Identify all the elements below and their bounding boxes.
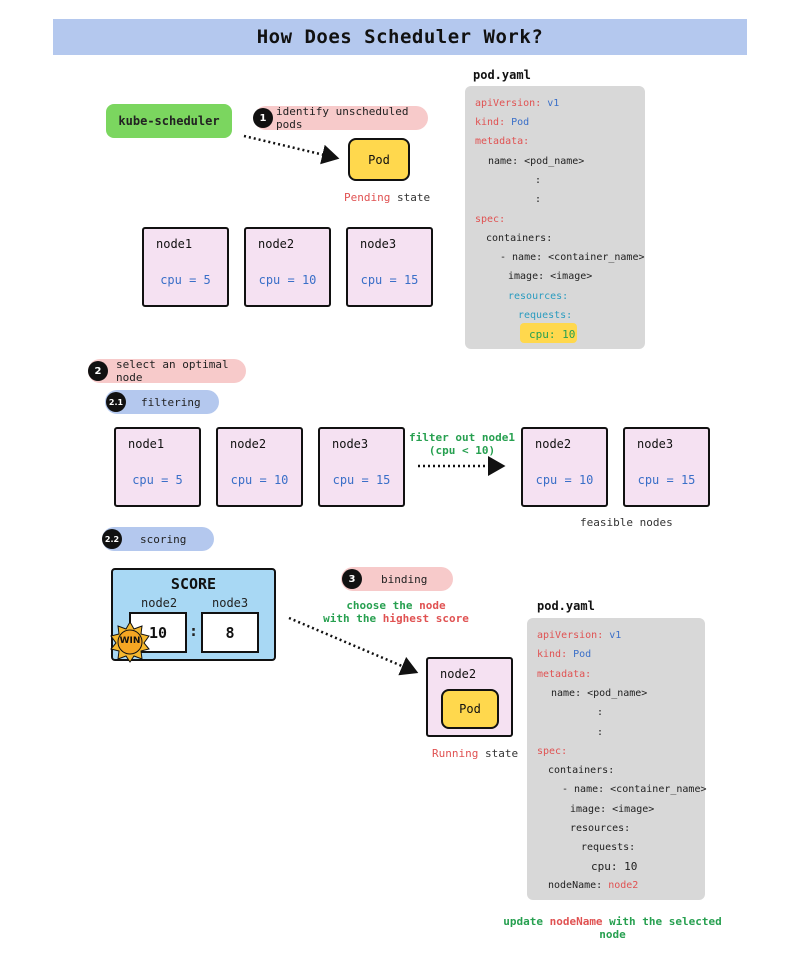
node-cpu: cpu = 5 xyxy=(160,273,211,287)
yaml-line: spec: xyxy=(475,214,506,225)
kube-scheduler-label: kube-scheduler xyxy=(106,104,232,138)
yaml-line: containers: xyxy=(548,765,615,776)
pod-running: Pod xyxy=(441,689,499,729)
yaml-line: resources: xyxy=(570,823,631,834)
yaml-line: : xyxy=(597,707,604,718)
score-right-name: node3 xyxy=(212,596,249,610)
yaml-line: name: <pod_name> xyxy=(551,688,648,699)
step3-number: 3 xyxy=(342,569,362,589)
step22-number: 2.2 xyxy=(102,529,122,549)
node-name: node1 xyxy=(156,237,193,251)
step21-number: 2.1 xyxy=(106,392,126,412)
pending-state-text: Pending state xyxy=(344,191,431,204)
node-card: node3 cpu = 15 xyxy=(623,427,710,507)
step1-pill: identify unscheduled pods xyxy=(254,105,428,131)
cpu-highlight xyxy=(520,323,577,343)
yaml-line: metadata: xyxy=(537,669,592,680)
score-right-value: 8 xyxy=(201,612,259,653)
filter-note: filter out node1 (cpu < 10) xyxy=(409,431,515,457)
pod-pending: Pod xyxy=(348,138,410,181)
step22-label: scoring xyxy=(140,532,187,546)
arrow-binding xyxy=(288,616,419,676)
yaml-box-top: apiVersion: v1 kind: Pod metadata: name:… xyxy=(465,86,645,349)
win-text: WIN xyxy=(119,636,141,646)
node-name: node3 xyxy=(360,237,397,251)
step21-label: filtering xyxy=(141,395,201,409)
yaml-line: - name: <container_name> xyxy=(562,784,707,795)
step2-pill: select an optimal node xyxy=(88,358,246,384)
node-card: node1 cpu = 5 xyxy=(142,227,229,307)
step2-number: 2 xyxy=(88,361,108,381)
node-card: node2 cpu = 10 xyxy=(521,427,608,507)
node-cpu: cpu = 15 xyxy=(360,273,419,287)
node-card: node3 cpu = 15 xyxy=(346,227,433,307)
bound-node-card: node2 Pod xyxy=(426,657,513,737)
yaml-line: apiVersion: v1 xyxy=(537,630,622,641)
yaml-line: cpu: 10 xyxy=(529,328,576,341)
node-card: node2 cpu = 10 xyxy=(216,427,303,507)
node-name: node2 xyxy=(535,437,572,451)
yaml-line: : xyxy=(535,175,542,186)
title-bar: How Does Scheduler Work? xyxy=(53,19,747,55)
node-name: node2 xyxy=(230,437,267,451)
step3-label: binding xyxy=(381,572,428,586)
yaml-box-bottom: apiVersion: v1 kind: Pod metadata: name:… xyxy=(527,618,707,900)
yaml-line: : xyxy=(535,194,542,205)
node-card: node2 cpu = 10 xyxy=(244,227,331,307)
node-cpu: cpu = 5 xyxy=(132,473,183,487)
feasible-label: feasible nodes xyxy=(580,516,673,529)
yaml-line: image: <image> xyxy=(508,271,593,282)
node-name: node1 xyxy=(128,437,165,451)
node-cpu: cpu = 15 xyxy=(637,473,696,487)
node-cpu: cpu = 10 xyxy=(258,273,317,287)
score-title: SCORE xyxy=(170,575,217,593)
node-name: node3 xyxy=(637,437,674,451)
node-card: node3 cpu = 15 xyxy=(318,427,405,507)
node-name: node2 xyxy=(440,667,477,681)
step2-label: select an optimal node xyxy=(116,358,229,384)
yaml-label-top: pod.yaml xyxy=(473,68,531,82)
yaml-line: name: <pod_name> xyxy=(488,156,585,167)
page-title: How Does Scheduler Work? xyxy=(256,26,544,48)
yaml-line: : xyxy=(597,727,604,738)
step1-number: 1 xyxy=(253,108,273,128)
yaml-line: requests: xyxy=(581,842,636,853)
score-separator: : xyxy=(189,622,199,640)
choose-note: choose the node with the highest score xyxy=(323,599,469,625)
yaml-line: containers: xyxy=(486,233,553,244)
yaml-line: - name: <container_name> xyxy=(500,252,645,263)
node-name: node3 xyxy=(332,437,369,451)
yaml-line: kind: Pod xyxy=(537,649,592,660)
node-cpu: cpu = 10 xyxy=(535,473,594,487)
update-note: update nodeName with the selected node xyxy=(503,915,722,941)
win-badge-icon xyxy=(110,621,150,663)
step1-label: identify unscheduled pods xyxy=(276,105,409,131)
node-card: node1 cpu = 5 xyxy=(114,427,201,507)
yaml-line: requests: xyxy=(518,310,573,321)
yaml-line: image: <image> xyxy=(570,804,655,815)
node-cpu: cpu = 10 xyxy=(230,473,289,487)
node-name: node2 xyxy=(258,237,295,251)
arrow-scheduler-to-pod xyxy=(243,134,340,165)
score-left-name: node2 xyxy=(141,596,178,610)
yaml-line: kind: Pod xyxy=(475,117,530,128)
yaml-line: cpu: 10 xyxy=(591,860,638,873)
running-state-text: Running state xyxy=(432,747,519,760)
yaml-line: nodeName: node2 xyxy=(548,880,639,891)
yaml-line: resources: xyxy=(508,291,569,302)
yaml-line: metadata: xyxy=(475,136,530,147)
yaml-line: spec: xyxy=(537,746,568,757)
node-cpu: cpu = 15 xyxy=(332,473,391,487)
yaml-line: apiVersion: v1 xyxy=(475,98,560,109)
yaml-label-bottom: pod.yaml xyxy=(537,599,595,613)
